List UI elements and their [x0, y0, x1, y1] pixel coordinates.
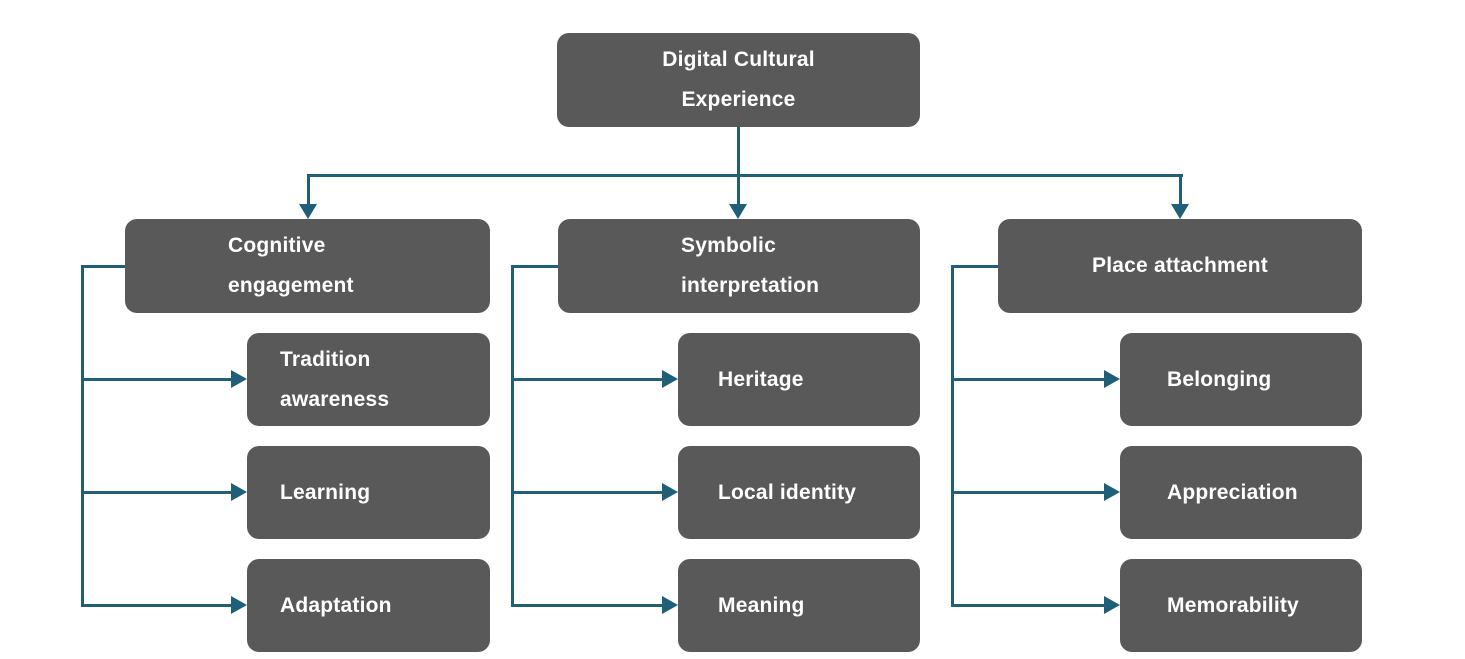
- node-adaptation: Adaptation: [247, 559, 490, 652]
- connector-branch-col3-row1: [951, 378, 1105, 381]
- node-tradition-awareness: Tradition awareness: [247, 333, 490, 426]
- connector-side-rail-col3: [951, 265, 954, 607]
- node-place-attachment-label: Place attachment: [1092, 254, 1268, 277]
- connector-branch-col3-row2: [951, 491, 1105, 494]
- connector-drop-col1: [307, 174, 310, 205]
- connector-branch-col2-row3: [511, 604, 663, 607]
- arrowhead-right-col1-row3: [231, 596, 247, 614]
- node-root-label: Digital Cultural Experience: [662, 48, 815, 111]
- connector-root-stem: [737, 127, 740, 176]
- node-memorability-label: Memorability: [1167, 593, 1299, 617]
- node-adaptation-label: Adaptation: [280, 593, 392, 617]
- node-meaning: Meaning: [678, 559, 920, 652]
- node-appreciation-label: Appreciation: [1167, 480, 1298, 504]
- node-meaning-label: Meaning: [718, 593, 805, 617]
- arrowhead-right-col3-row3: [1104, 596, 1120, 614]
- connector-branch-col2-row2: [511, 491, 663, 494]
- connector-branch-col1-row2: [81, 491, 232, 494]
- connector-branch-col2-row1: [511, 378, 663, 381]
- arrowhead-down-col2: [729, 204, 747, 219]
- connector-branch-col3-row3: [951, 604, 1105, 607]
- node-local-identity: Local identity: [678, 446, 920, 539]
- connector-branch-col1-row1: [81, 378, 232, 381]
- node-heritage: Heritage: [678, 333, 920, 426]
- arrowhead-down-col1: [299, 204, 317, 219]
- node-symbolic-interpretation: Symbolic interpretation: [558, 219, 920, 313]
- node-heritage-label: Heritage: [718, 367, 804, 391]
- connector-stub-col3: [951, 265, 998, 268]
- connector-drop-col2: [737, 174, 740, 205]
- node-place-attachment: Place attachment: [998, 219, 1362, 313]
- node-belonging: Belonging: [1120, 333, 1362, 426]
- connector-branch-col1-row3: [81, 604, 232, 607]
- arrowhead-right-col3-row1: [1104, 370, 1120, 388]
- node-learning: Learning: [247, 446, 490, 539]
- node-symbolic-interpretation-label: Symbolic interpretation: [681, 234, 820, 297]
- connector-stub-col1: [81, 265, 125, 268]
- node-tradition-awareness-label: Tradition awareness: [280, 347, 390, 411]
- node-appreciation: Appreciation: [1120, 446, 1362, 539]
- node-learning-label: Learning: [280, 480, 371, 504]
- node-local-identity-label: Local identity: [718, 480, 857, 504]
- node-cognitive-engagement-label: Cognitive engagement: [228, 234, 354, 297]
- connector-side-rail-col2: [511, 265, 514, 607]
- arrowhead-right-col2-row2: [662, 483, 678, 501]
- arrowhead-right-col2-row1: [662, 370, 678, 388]
- arrowhead-right-col2-row3: [662, 596, 678, 614]
- arrowhead-right-col3-row2: [1104, 483, 1120, 501]
- arrowhead-right-col1-row1: [231, 370, 247, 388]
- node-cognitive-engagement: Cognitive engagement: [125, 219, 490, 313]
- node-memorability: Memorability: [1120, 559, 1362, 652]
- connector-stub-col2: [511, 265, 558, 268]
- arrowhead-down-col3: [1171, 204, 1189, 219]
- connector-drop-col3: [1179, 174, 1182, 205]
- arrowhead-right-col1-row2: [231, 483, 247, 501]
- node-belonging-label: Belonging: [1167, 367, 1272, 391]
- connector-side-rail-col1: [81, 265, 84, 607]
- node-root: Digital Cultural Experience: [557, 33, 920, 127]
- connector-top-rail: [307, 174, 1183, 177]
